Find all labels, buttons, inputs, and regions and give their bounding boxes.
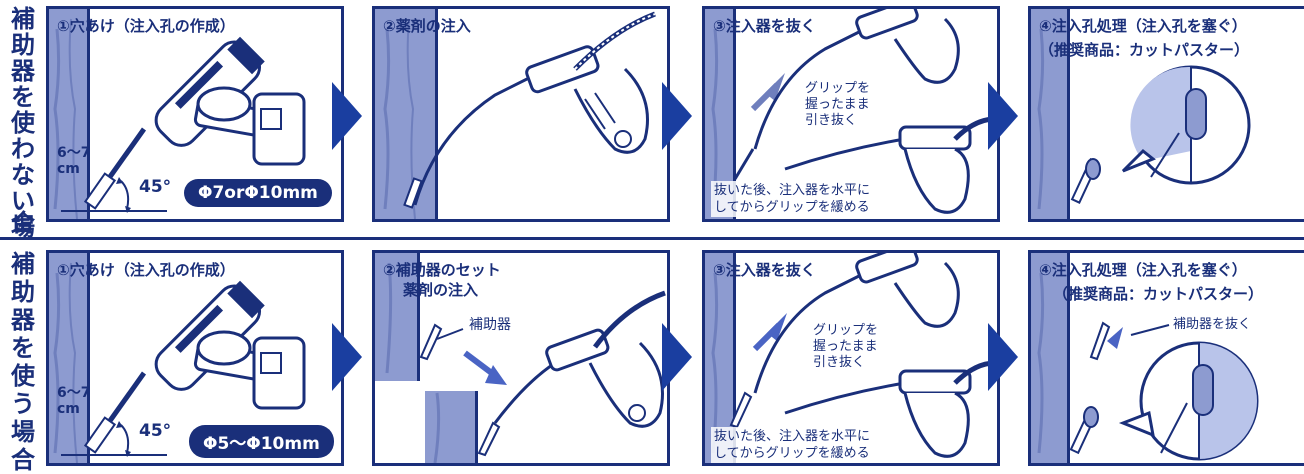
- grip-note-line2: 握ったまま: [805, 97, 870, 112]
- step4-subtitle-2: （推奨商品：カットパスター）: [1053, 285, 1264, 303]
- row2-arrow-2: [662, 323, 692, 391]
- row1-arrow-3: [988, 82, 1018, 150]
- grip-note-2-line2: 握ったまま: [813, 339, 878, 354]
- row2-step3-remove-panel: ③注入器を抜く グリップを 握ったまま 引き抜く 抜いた後、注入器を水平に して…: [702, 250, 1000, 466]
- injection-illustration: [375, 9, 656, 219]
- angle-label-2: 45°: [139, 421, 172, 441]
- row1-arrow-2: [662, 82, 692, 150]
- step1-title-2: ①穴あけ（注入孔の作成）: [57, 261, 235, 279]
- seal-hole-illustration: [1031, 9, 1251, 219]
- depth-label: 6〜7: [57, 145, 91, 161]
- step4-subtitle: （推奨商品：カットパスター）: [1039, 41, 1250, 59]
- after-note-2: 抜いた後、注入器を水平に してからグリップを緩める: [711, 427, 874, 463]
- row2-arrow-3: [988, 323, 1018, 391]
- row2-step4-seal-panel: ④注入孔処理（注入孔を塞ぐ） （推奨商品：カットパスター） 補助器を抜く: [1028, 250, 1304, 466]
- row1-step2-injection-panel: ②薬剤の注入: [372, 6, 670, 222]
- step2-title: ②薬剤の注入: [383, 17, 471, 35]
- grip-note-2-line1: グリップを: [813, 323, 879, 338]
- step2-title-line2: 薬剤の注入: [403, 281, 479, 299]
- row-divider: [0, 237, 1304, 240]
- step2-title-2: ②補助器のセット: [383, 261, 501, 279]
- row2-arrow-1: [332, 323, 362, 391]
- grip-note-line3: 引き抜く: [805, 113, 858, 128]
- depth-label-2: 6〜7: [57, 385, 91, 401]
- seal-hole-illustration-2: [1031, 253, 1259, 463]
- row1-step3-remove-panel: ③注入器を抜く グリップを 握ったまま 引き抜く 抜いた後、注入器を水平に して…: [702, 6, 1000, 222]
- step3-title-2: ③注入器を抜く: [713, 261, 816, 279]
- drill-illustration: [49, 9, 306, 219]
- angle-label: 45°: [139, 177, 172, 197]
- aux-injection-illustration: [375, 253, 666, 463]
- row1-side-label-last: 合: [11, 209, 35, 237]
- after-note: 抜いた後、注入器を水平に してからグリップを緩める: [711, 181, 874, 217]
- remove-aux-label: 補助器を抜く: [1173, 317, 1252, 332]
- step4-title-2: ④注入孔処理（注入孔を塞ぐ）: [1039, 261, 1247, 279]
- step4-title: ④注入孔処理（注入孔を塞ぐ）: [1039, 17, 1247, 35]
- hole-size-badge-2: Φ5〜Φ10mm: [189, 425, 334, 458]
- step1-title: ①穴あけ（注入孔の作成）: [57, 17, 235, 35]
- drill-illustration-2: [49, 253, 306, 463]
- step3-title: ③注入器を抜く: [713, 17, 816, 35]
- row2-step2-aux-panel: ②補助器のセット 薬剤の注入 補助器: [372, 250, 670, 466]
- aux-device-label: 補助器: [469, 317, 511, 333]
- row1-arrow-1: [332, 82, 362, 150]
- row1-step1-drilling-panel: ①穴あけ（注入孔の作成） 6〜7 cm 45° Φ7orΦ10mm: [46, 6, 344, 222]
- grip-note-line1: グリップを: [805, 81, 871, 96]
- depth-unit-label: cm: [57, 161, 80, 177]
- row1-side-label: 補助器を使わない場: [11, 5, 35, 241]
- depth-unit-label-2: cm: [57, 401, 80, 417]
- row2-step1-drilling-panel: ①穴あけ（注入孔の作成） 6〜7 cm 45° Φ5〜Φ10mm: [46, 250, 344, 466]
- hole-size-badge: Φ7orΦ10mm: [184, 179, 332, 207]
- grip-note-2-line3: 引き抜く: [813, 355, 866, 370]
- row1-step4-seal-panel: ④注入孔処理（注入孔を塞ぐ） （推奨商品：カットパスター）: [1028, 6, 1304, 222]
- row2-side-label: 補助器を使う場合: [11, 250, 35, 474]
- remove-injector-illustration: [705, 9, 996, 219]
